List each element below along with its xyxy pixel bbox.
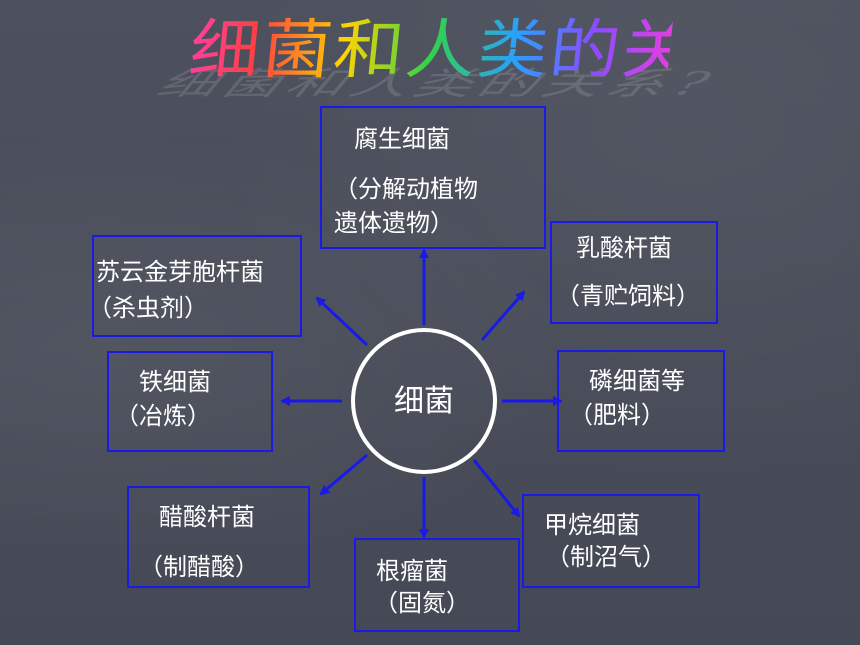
arrow-to-acetic	[319, 453, 368, 496]
node-desc: （肥料）	[569, 401, 665, 429]
node-name: 苏云金芽胞杆菌	[96, 258, 264, 286]
node-name: 铁细菌	[139, 368, 211, 396]
node-name: 乳酸杆菌	[576, 234, 672, 262]
node-name: 腐生细菌	[354, 125, 450, 153]
node-desc: （杀虫剂）	[88, 294, 208, 322]
arrow-to-methane	[472, 459, 521, 518]
node-desc: （冶炼）	[115, 402, 211, 430]
node-name: 甲烷细菌	[544, 511, 640, 539]
node-name: 磷细菌等	[589, 367, 685, 395]
node-phosphorus: 磷细菌等 （肥料）	[557, 350, 725, 452]
node-rhizobia: 根瘤菌 （固氮）	[354, 538, 520, 632]
node-saprophytic: 腐生细菌 （分解动植物 遗体遗物）	[320, 106, 546, 249]
node-desc: （青贮饲料）	[556, 282, 700, 310]
node-desc-line1: （分解动植物	[334, 175, 478, 203]
arrow-to-lactic	[480, 290, 526, 341]
node-bt: 苏云金芽胞杆菌 （杀虫剂）	[88, 235, 302, 337]
center-node-bacteria: 细菌	[351, 328, 497, 474]
node-desc: （固氮）	[374, 589, 470, 617]
node-iron: 铁细菌 （冶炼）	[107, 351, 273, 452]
node-lactic: 乳酸杆菌 （青贮饲料）	[550, 221, 718, 324]
node-desc-line2: 遗体遗物）	[334, 209, 454, 237]
node-acetic: 醋酸杆菌 （制醋酸）	[127, 486, 310, 588]
node-name: 醋酸杆菌	[159, 503, 255, 531]
node-desc: （制沼气）	[546, 543, 666, 571]
node-name: 根瘤菌	[376, 557, 448, 585]
node-methane: 甲烷细菌 （制沼气）	[522, 494, 700, 588]
node-desc: （制醋酸）	[139, 553, 259, 581]
center-label: 细菌	[394, 384, 454, 419]
arrow-to-bt	[315, 296, 369, 347]
